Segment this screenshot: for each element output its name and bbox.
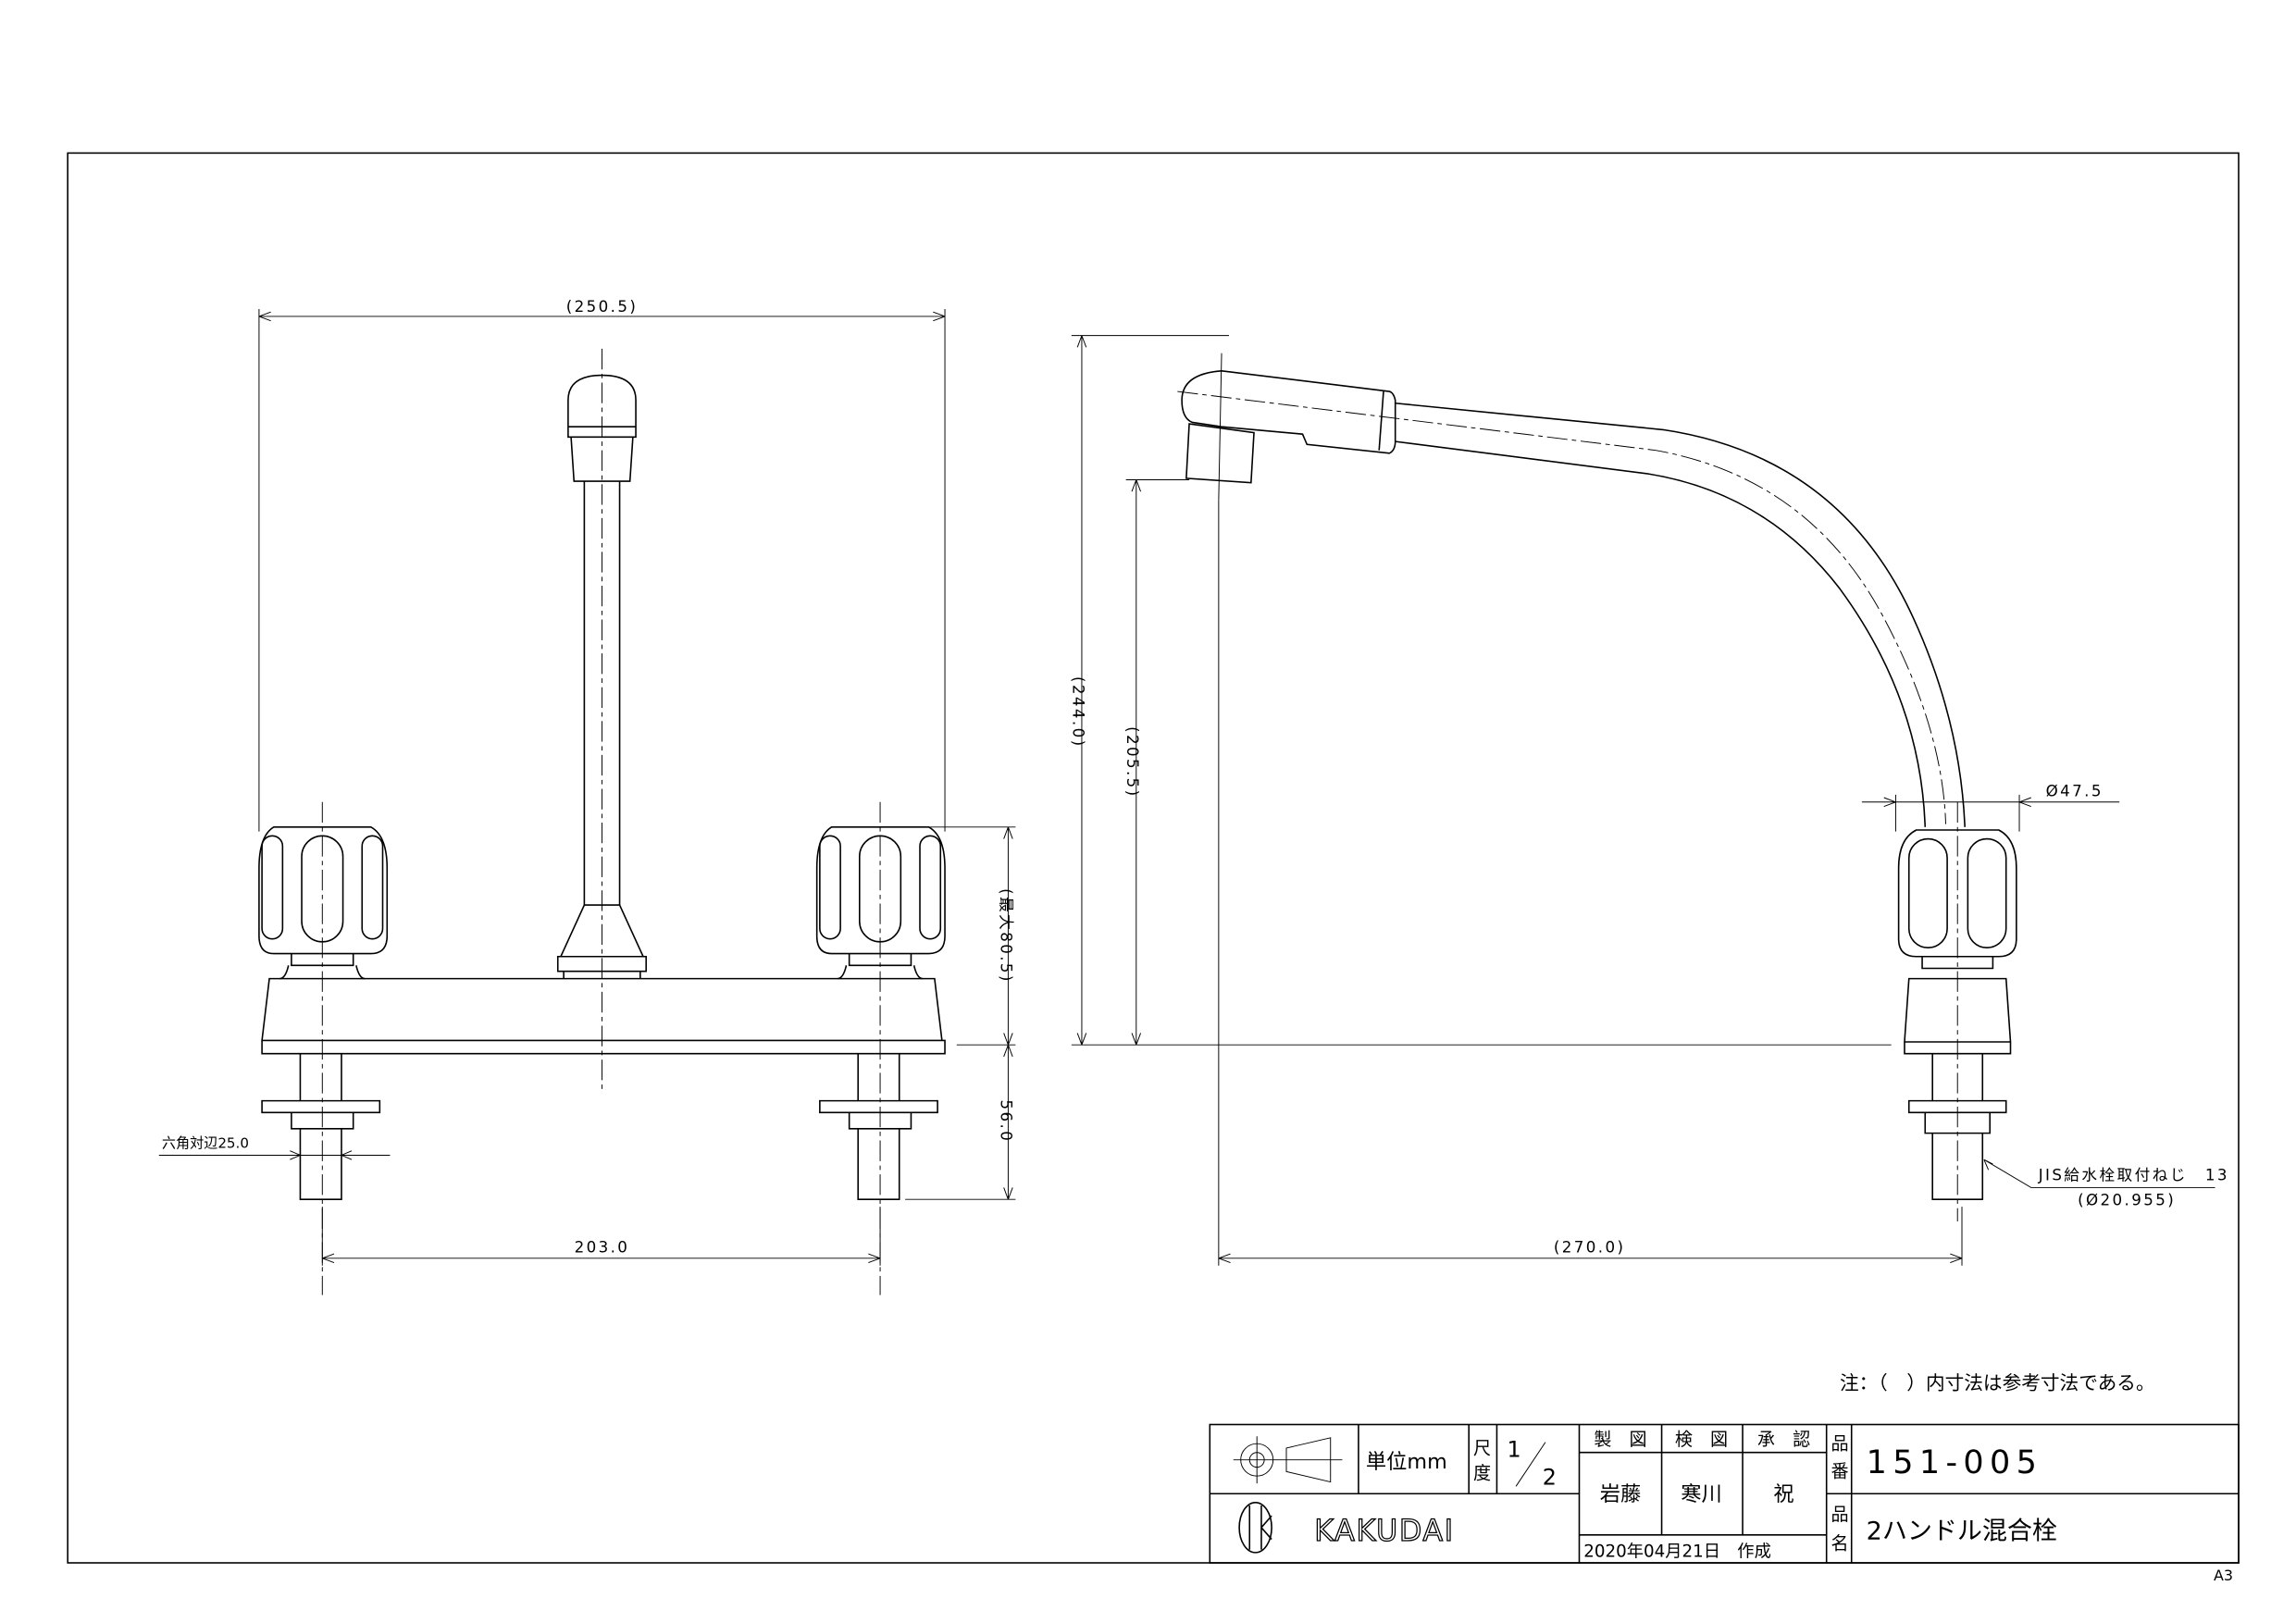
drawing-border <box>67 152 2240 1564</box>
scale-denominator: 2 <box>1543 1465 1557 1491</box>
spout-tube <box>1395 402 1966 827</box>
scale-label-2: 度 <box>1473 1463 1491 1483</box>
part-number: 151-005 <box>1867 1444 2043 1481</box>
front-view: (250.5) 203.0 (最大80.5) 56.0 六角対辺25.0 <box>158 298 1016 1295</box>
scale-numerator: 1 <box>1508 1436 1521 1462</box>
title-block: 単位mm 尺 度 1 2 KAKUDAI 製 図 検 図 承 認 岩藤 寒川 祝… <box>1209 1423 2240 1564</box>
checked-label: 検 図 <box>1675 1430 1728 1450</box>
hex-size-dim: 六角対辺25.0 <box>162 1135 249 1152</box>
thread-spec-label: JIS給水栓取付ねじ 13 <box>2038 1167 2229 1184</box>
creation-date: 2020年04月21日 作成 <box>1583 1542 1771 1562</box>
aerator <box>1185 423 1255 484</box>
drafted-label: 製 図 <box>1594 1430 1646 1450</box>
scale-label-1: 尺 <box>1473 1438 1491 1458</box>
faucet-base <box>261 977 946 1055</box>
part-name-label-2: 名 <box>1831 1534 1848 1555</box>
handle-diameter-dim: Ø47.5 <box>2046 782 2104 799</box>
spout-height-dim: (205.5) <box>1123 726 1141 798</box>
approved-by: 祝 <box>1773 1482 1793 1506</box>
part-name-label-1: 品 <box>1831 1505 1848 1525</box>
third-angle-projection-icon <box>1233 1436 1343 1484</box>
overall-width-dim: (250.5) <box>566 298 639 316</box>
shank-length-dim: 56.0 <box>997 1100 1014 1144</box>
part-name: 2ハンドル混合栓 <box>1867 1518 2057 1546</box>
total-height-dim: (244.0) <box>1069 676 1086 749</box>
sheet-size: A3 <box>2214 1567 2233 1584</box>
handle-pitch-dim: 203.0 <box>575 1238 630 1256</box>
approved-label: 承 認 <box>1757 1430 1810 1450</box>
part-no-label-1: 品 <box>1831 1434 1848 1455</box>
part-no-label-2: 番 <box>1831 1462 1848 1482</box>
drafted-by: 岩藤 <box>1600 1482 1642 1506</box>
side-view: (244.0) (205.5) (270.0) Ø47.5 JIS給水栓取付ねじ… <box>1069 335 2229 1266</box>
reference-dimension-note: 注：（ ）内寸法は参考寸法である。 <box>1840 1371 2155 1394</box>
side-handle <box>1897 829 2017 1200</box>
spout-head-side <box>1181 369 1396 454</box>
max-height-dim: (最大80.5) <box>997 888 1014 984</box>
checked-by: 寒川 <box>1681 1482 1721 1506</box>
spout-head <box>567 374 637 482</box>
kakudai-logo: KAKUDAI <box>1238 1502 1455 1554</box>
company-name: KAKUDAI <box>1314 1514 1455 1548</box>
unit-label: 単位mm <box>1366 1450 1447 1474</box>
thread-diameter-label: (Ø20.955) <box>2078 1192 2176 1209</box>
reach-dim: (270.0) <box>1554 1238 1625 1256</box>
spout-collar <box>556 904 647 979</box>
